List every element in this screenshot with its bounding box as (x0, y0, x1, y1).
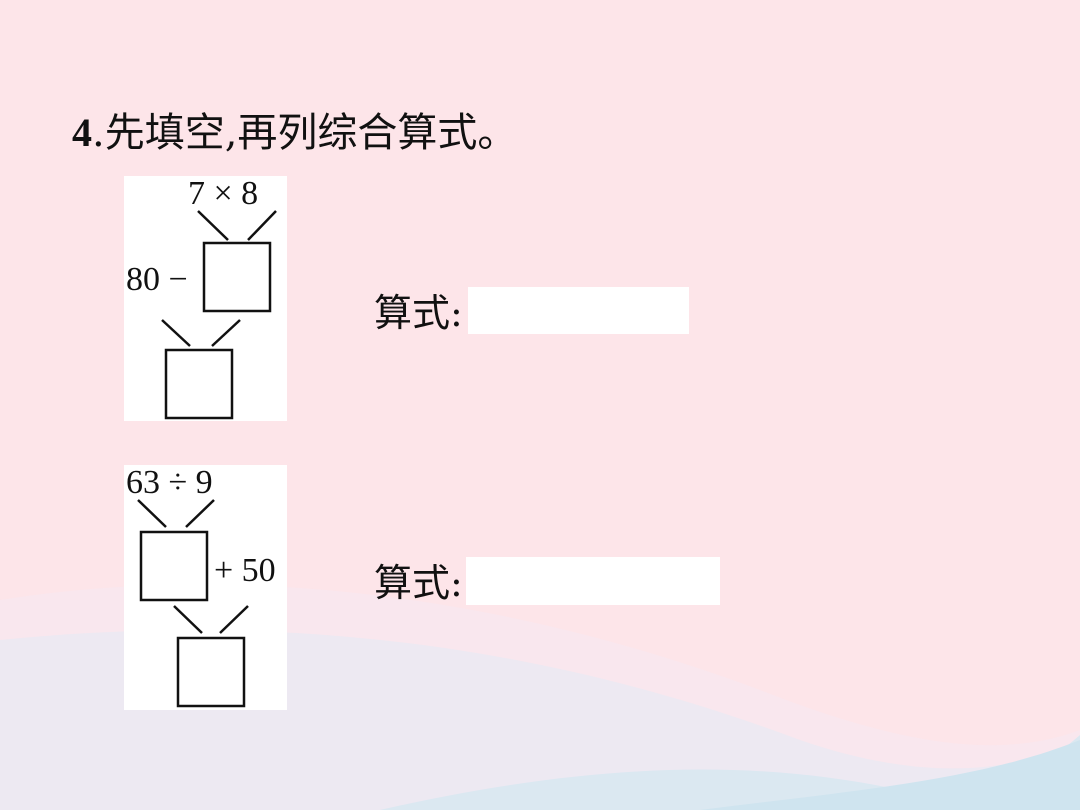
connector-line (247, 210, 277, 241)
problem1-top-expression: 7 × 8 (188, 176, 258, 212)
problem1-formula-label: 算式: (374, 291, 463, 335)
problem2-blank-box-2[interactable] (176, 636, 246, 708)
connector-line (161, 319, 191, 347)
problem2-top-expression: 63 ÷ 9 (126, 465, 213, 501)
question-number: 4 (72, 110, 92, 155)
connector-line (173, 605, 203, 634)
problem2-formula-label: 算式: (374, 561, 463, 605)
question-instruction: .先填空,再列综合算式。 (92, 110, 518, 156)
problem2-right-expression: + 50 (214, 552, 276, 589)
problem1-blank-box-2[interactable] (164, 348, 234, 420)
problem1-left-expression: 80 − (126, 261, 188, 298)
problem1-answer-field[interactable] (468, 287, 689, 334)
connector-line (219, 605, 249, 634)
connector-line (137, 499, 167, 528)
connector-line (185, 499, 215, 528)
problem1-blank-box-1[interactable] (202, 241, 272, 313)
problem2-answer-field[interactable] (466, 557, 720, 605)
problem2-diagram: 63 ÷ 9 + 50 (124, 465, 287, 710)
problem1-diagram: 7 × 8 80 − (124, 176, 287, 421)
question-title: 4.先填空,再列综合算式。 (72, 108, 517, 158)
connector-line (211, 319, 241, 347)
connector-line (197, 210, 229, 241)
problem2-blank-box-1[interactable] (139, 530, 209, 602)
